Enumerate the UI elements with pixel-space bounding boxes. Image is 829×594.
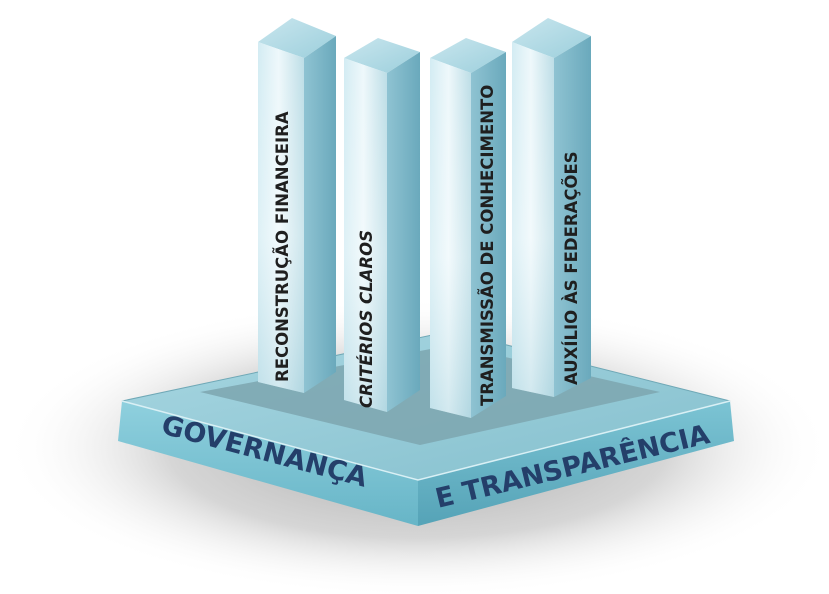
base-right-face [418, 401, 734, 526]
pillar-3-front-shine [430, 58, 471, 418]
pillar-4: AUXÍLIO ÀS FEDERAÇÕES [512, 18, 591, 397]
pillar-4-top [512, 18, 591, 58]
pillar-1-front-shine [258, 42, 304, 393]
pillar-3-side [471, 52, 506, 418]
pillar-4-front-shine [512, 42, 554, 397]
base-edge-highlight [121, 400, 731, 481]
pillar-2-label: CRITÉRIOS CLAROS [357, 230, 376, 408]
pillar-2-front-shine [344, 58, 387, 412]
pillar-4-side [554, 36, 591, 397]
pillar-3: TRANSMISSÃO DE CONHECIMENTO [430, 38, 506, 418]
pillar-1-label: RECONSTRUÇÃO FINANCEIRA [273, 111, 292, 382]
pillar-3-label: TRANSMISSÃO DE CONHECIMENTO [478, 85, 497, 406]
pillar-2: CRITÉRIOS CLAROS [344, 38, 420, 412]
pillar-3-top [430, 38, 506, 73]
pillar-2-side [387, 52, 420, 412]
pillar-1-top [258, 18, 336, 58]
pillar-1-side [304, 36, 336, 393]
pillar-1: RECONSTRUÇÃO FINANCEIRA [258, 18, 336, 393]
pillar-2-top [344, 38, 420, 73]
base-left-face [118, 401, 418, 526]
pillar-4-label: AUXÍLIO ÀS FEDERAÇÕES [562, 151, 581, 385]
